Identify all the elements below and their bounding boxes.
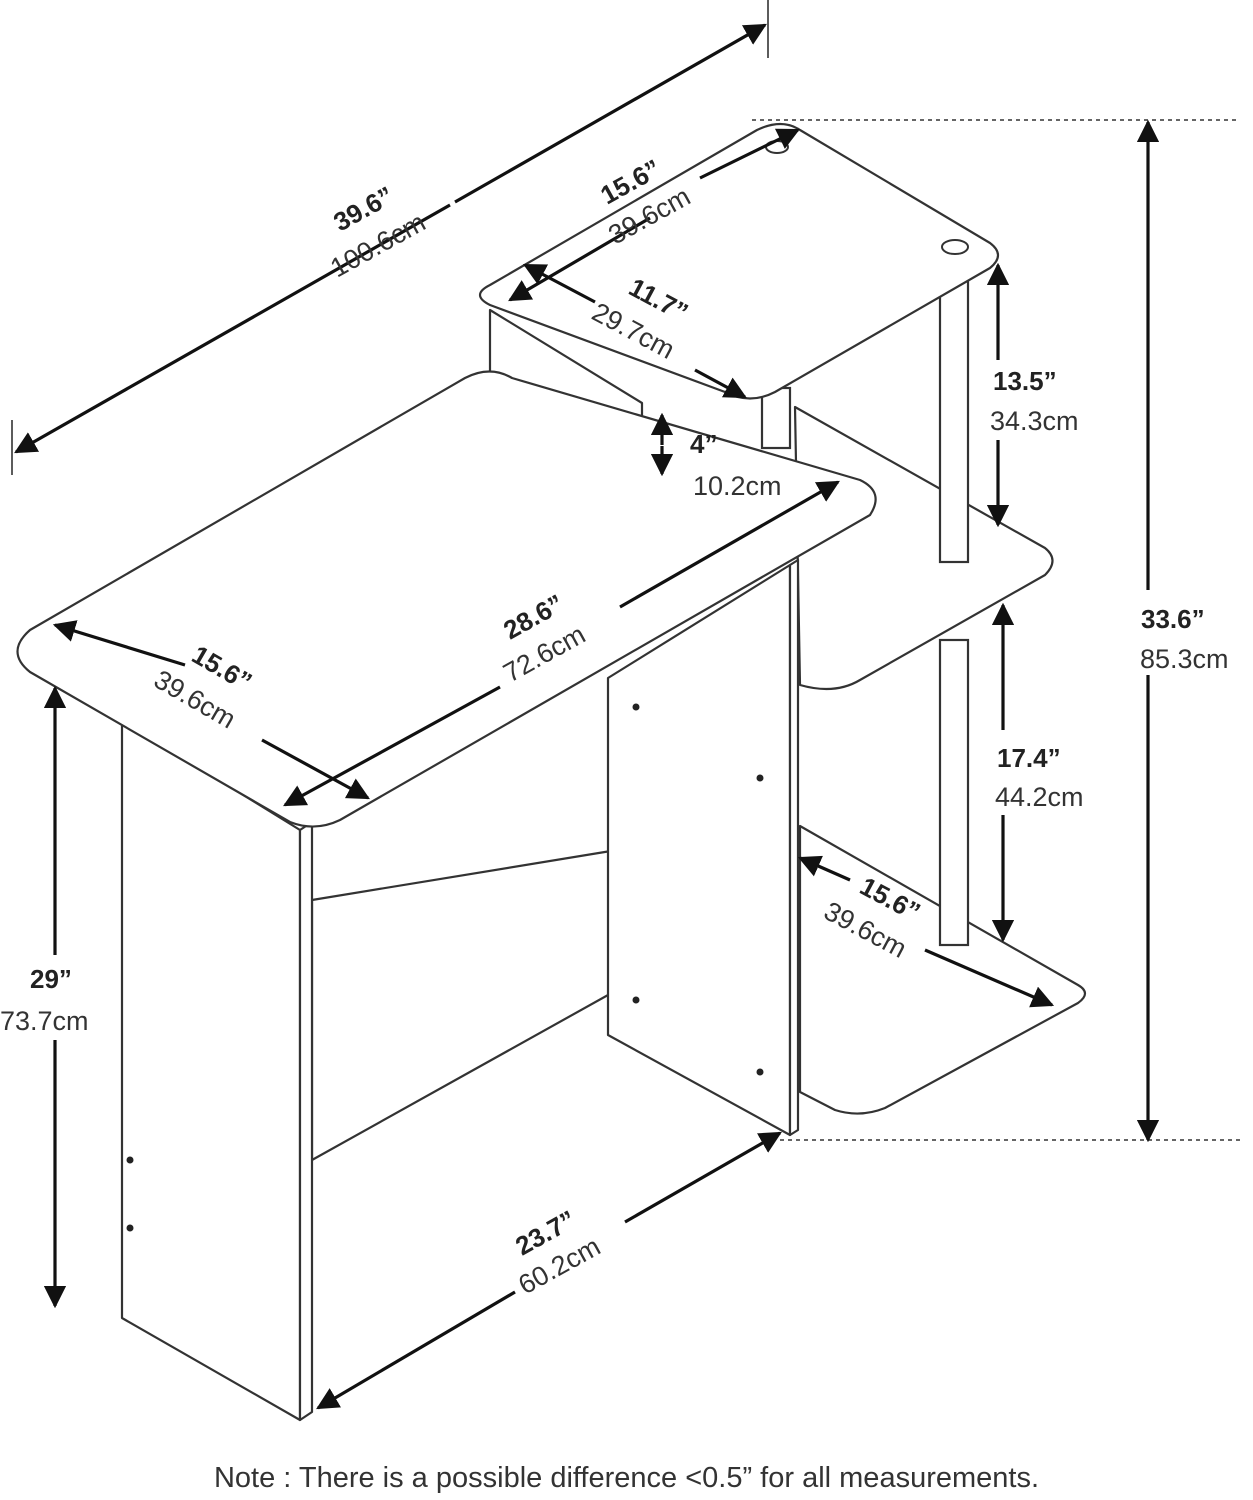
desktop [16, 370, 877, 828]
total-height-cm: 85.3cm [1140, 644, 1229, 674]
riser-height-inch: 4” [690, 429, 717, 459]
bottom-shelf-arrow-b [924, 948, 1055, 1008]
riser-height-cm: 10.2cm [693, 471, 782, 501]
total-width-arrow-b [454, 23, 767, 204]
bottom-shelf-arrow-a [797, 855, 851, 882]
desk-depth-arrow-a [52, 620, 186, 667]
dimension-arrows [14, 23, 1160, 1410]
front-post-lower [938, 638, 970, 947]
grommet-hole-front [941, 239, 969, 255]
lower-gap-cm: 44.2cm [995, 782, 1084, 812]
desk-width-arrow-a [619, 480, 840, 609]
total-height-inch: 33.6” [1141, 604, 1205, 634]
front-leg-edge [298, 820, 314, 1422]
desk-width-arrow-b [283, 685, 501, 807]
desk-height-cm: 73.7cm [0, 1006, 89, 1036]
knee-width-arrow-b [316, 1290, 516, 1410]
desk-height-inch: 29” [30, 964, 72, 994]
lower-gap-inch: 17.4” [997, 743, 1061, 773]
upper-gap-cm: 34.3cm [990, 406, 1079, 436]
upper-gap-inch: 13.5” [993, 366, 1057, 396]
measurement-note: Note : There is a possible difference <0… [213, 1462, 1040, 1494]
left-side-panel [120, 718, 302, 1422]
back-post-upper [760, 386, 792, 450]
cam-lock-dots [126, 703, 764, 1232]
height-guides [11, 0, 1240, 1141]
knee-width-arrow-a [624, 1131, 782, 1224]
total-width-arrow-a [14, 203, 451, 454]
shelf-depth-arrow [523, 263, 596, 304]
shelf-width-arrow [699, 128, 801, 180]
desk-illustration [16, 122, 1087, 1422]
middle-shelf [793, 405, 1054, 691]
bottom-shelf [798, 824, 1087, 1115]
modesty-panel [310, 848, 619, 1162]
front-post-upper [938, 278, 970, 564]
right-panel-edge [788, 558, 800, 1137]
desk-depth-arrow-b [261, 738, 370, 800]
